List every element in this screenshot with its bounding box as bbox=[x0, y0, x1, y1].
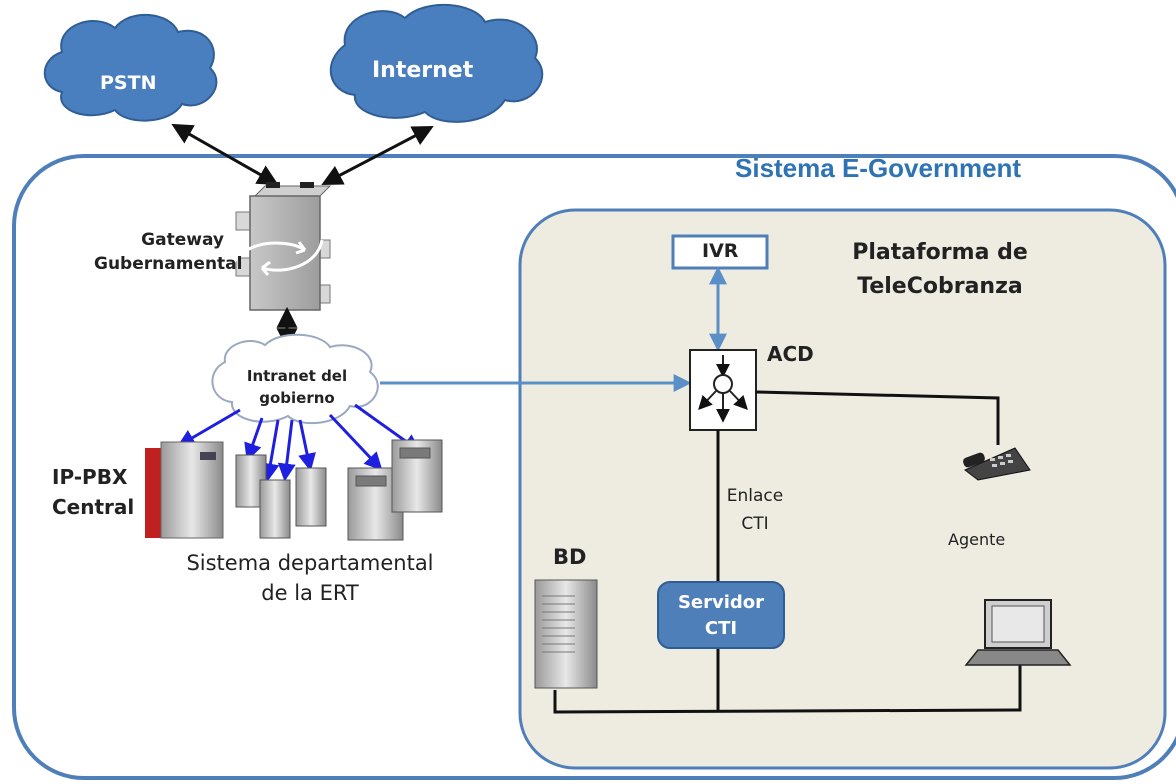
intranet-cloud bbox=[211, 333, 379, 425]
gateway-label: Gateway Gubernamental bbox=[94, 230, 243, 274]
agente-label: Agente bbox=[948, 530, 1006, 549]
bd-label: BD bbox=[553, 545, 587, 569]
departmental-system-label: Sistema departamental de la ERT bbox=[186, 551, 434, 605]
pstn-gateway-link bbox=[171, 123, 279, 186]
phone-icon bbox=[963, 447, 1031, 481]
departmental-servers bbox=[235, 439, 443, 541]
gateway-device bbox=[232, 182, 332, 311]
ip-pbx-server bbox=[145, 441, 224, 539]
database-server bbox=[534, 579, 598, 689]
ivr-label: IVR bbox=[702, 240, 739, 262]
internet-cloud bbox=[329, 3, 544, 123]
platform-label: Plataforma de TeleCobranza bbox=[852, 240, 1028, 299]
system-title: Sistema E-Government bbox=[735, 153, 1022, 183]
enlace-cti-label: Enlace CTI bbox=[726, 486, 784, 534]
platform-network-lines bbox=[553, 390, 1022, 714]
pstn-label: PSTN bbox=[100, 72, 157, 94]
servidor-cti-label: Servidor CTI bbox=[677, 592, 765, 639]
acd-device bbox=[689, 349, 757, 431]
laptop-icon bbox=[964, 599, 1072, 666]
internet-label: Internet bbox=[372, 58, 474, 83]
internet-gateway-link bbox=[321, 126, 434, 185]
intranet-label: Intranet del gobierno bbox=[246, 367, 348, 407]
acd-label: ACD bbox=[767, 342, 814, 366]
servidor-cti-box bbox=[657, 581, 785, 649]
ip-pbx-label: IP-PBX Central bbox=[52, 465, 135, 519]
pstn-cloud bbox=[43, 14, 218, 122]
